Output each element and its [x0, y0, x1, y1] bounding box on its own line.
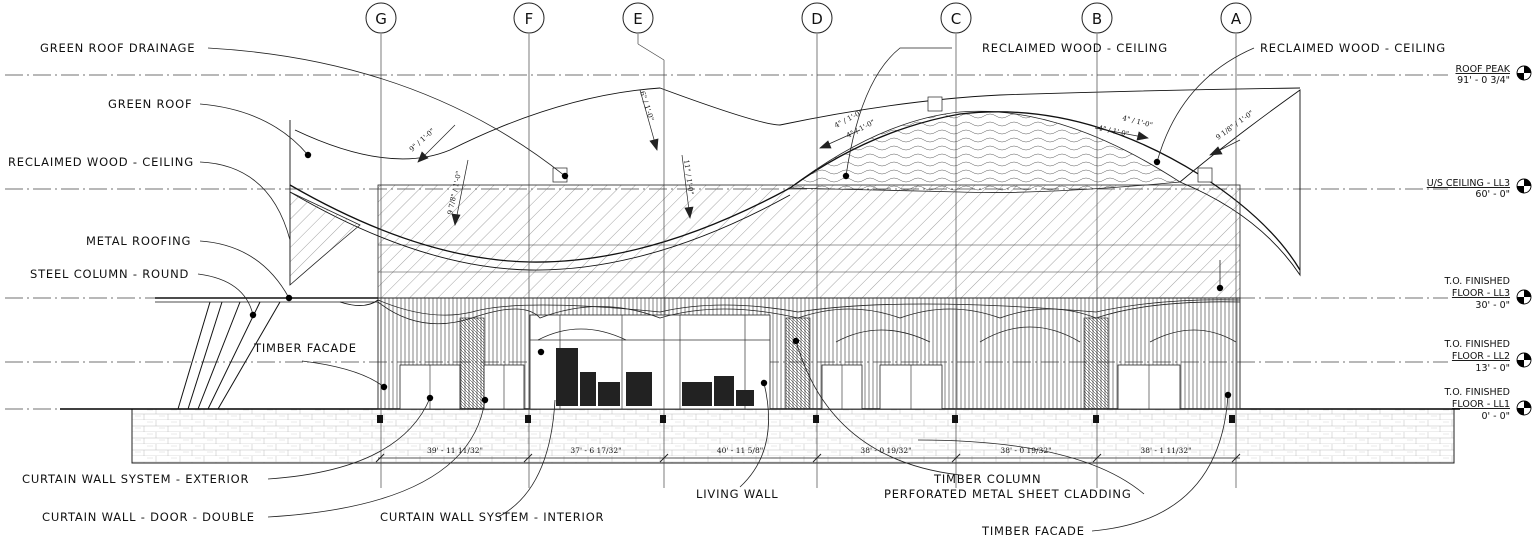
label-green-roof: GREEN ROOF: [108, 97, 192, 111]
leader-lines: [197, 47, 1255, 532]
dim-e-d: 40' - 11 5/8": [717, 446, 763, 455]
label-green-roof-drainage: GREEN ROOF DRAINAGE: [40, 41, 195, 55]
foundation: [131, 408, 1455, 464]
slope-9: 9 1/8" / 1'-0": [1214, 109, 1255, 142]
dim-d-c: 38' - 0 19/32": [860, 446, 911, 455]
slope-3: 6" / 1'-0": [638, 90, 655, 122]
timber-columns: [459, 317, 1109, 410]
label-curtain-wall-interior: CURTAIN WALL SYSTEM - INTERIOR: [380, 510, 604, 524]
level-ll1-name2: FLOOR - LL1: [1452, 399, 1510, 410]
level-ll3-name1: T.O. FINISHED: [1444, 276, 1511, 287]
level-ll2-name2: FLOOR - LL2: [1452, 351, 1510, 362]
label-timber-facade-bottom: TIMBER FACADE: [981, 524, 1085, 538]
grid-label-g: G: [375, 10, 387, 28]
grid-label-f: F: [525, 10, 534, 28]
slope-1: 9" / 1'-0": [408, 127, 436, 154]
wave-ceiling: [788, 110, 1182, 193]
level-ll3-elev: 30' - 0": [1475, 300, 1510, 311]
label-reclaimed-wood-ceiling-right: RECLAIMED WOOD - CEILING: [1260, 41, 1446, 55]
leader-dots: [249, 151, 1232, 404]
grid-lines: [380, 34, 1237, 488]
dim-f-e: 37' - 6 17/32": [570, 446, 621, 455]
level-ll3-name2: FLOOR - LL3: [1452, 288, 1510, 299]
level-ll2-name1: T.O. FINISHED: [1444, 339, 1511, 350]
label-metal-roofing: METAL ROOFING: [86, 234, 191, 248]
label-timber-facade-left: TIMBER FACADE: [253, 341, 357, 355]
label-timber-column: TIMBER COLUMN: [933, 472, 1041, 486]
grid-label-e: E: [633, 10, 642, 28]
pile-markers: [377, 415, 1235, 423]
grid-label-d: D: [811, 10, 823, 28]
grid-label-c: C: [951, 10, 961, 28]
level-ceiling-elev: 60' - 0": [1475, 189, 1510, 200]
dim-b-a: 38' - 1 11/32": [1140, 446, 1191, 455]
left-ceiling-fan: [289, 191, 361, 286]
level-ll2-elev: 13' - 0": [1475, 363, 1510, 374]
label-reclaimed-wood-ceiling-mid: RECLAIMED WOOD - CEILING: [982, 41, 1168, 55]
label-reclaimed-wood-ceiling-left: RECLAIMED WOOD - CEILING: [8, 155, 194, 169]
grid-label-a: A: [1231, 10, 1242, 28]
grid-label-b: B: [1092, 10, 1102, 28]
level-roof-peak-name: ROOF PEAK: [1456, 64, 1511, 75]
level-ll1-name1: T.O. FINISHED: [1444, 387, 1511, 398]
level-ceiling-name: U/S CEILING - LL3: [1427, 178, 1510, 189]
slope-7: 4" / 1'-0": [1122, 114, 1154, 129]
canopy: [155, 297, 379, 410]
label-perforated-metal: PERFORATED METAL SHEET CLADDING: [884, 487, 1132, 501]
level-ll1-elev: 0' - 0": [1481, 411, 1510, 422]
label-steel-column-round: STEEL COLUMN - ROUND: [30, 267, 189, 281]
level-markers: ROOF PEAK 91' - 0 3/4" U/S CEILING - LL3…: [1427, 64, 1532, 422]
grid-bubbles: G F E D C B A: [365, 2, 1252, 34]
playground-equipment: [556, 348, 754, 406]
slope-8: 4" / 1'-0": [1098, 124, 1130, 138]
dim-c-b: 38' - 0 19/32": [1000, 446, 1051, 455]
slope-arrows: [417, 89, 1241, 226]
lower-facade: [377, 297, 1241, 410]
label-living-wall: LIVING WALL: [696, 487, 778, 501]
label-curtain-wall-exterior: CURTAIN WALL SYSTEM - EXTERIOR: [22, 472, 249, 486]
annotations: GREEN ROOF DRAINAGE GREEN ROOF RECLAIMED…: [8, 41, 1446, 538]
label-curtain-wall-door: CURTAIN WALL - DOOR - DOUBLE: [42, 510, 255, 524]
timber-arches: [377, 299, 1241, 343]
upper-glazing: [377, 184, 1241, 299]
dim-g-f: 39' - 11 11/32": [427, 446, 483, 455]
level-roof-peak-elev: 91' - 0 3/4": [1457, 75, 1510, 86]
dimension-string: 39' - 11 11/32" 37' - 6 17/32" 40' - 11 …: [375, 446, 1241, 463]
